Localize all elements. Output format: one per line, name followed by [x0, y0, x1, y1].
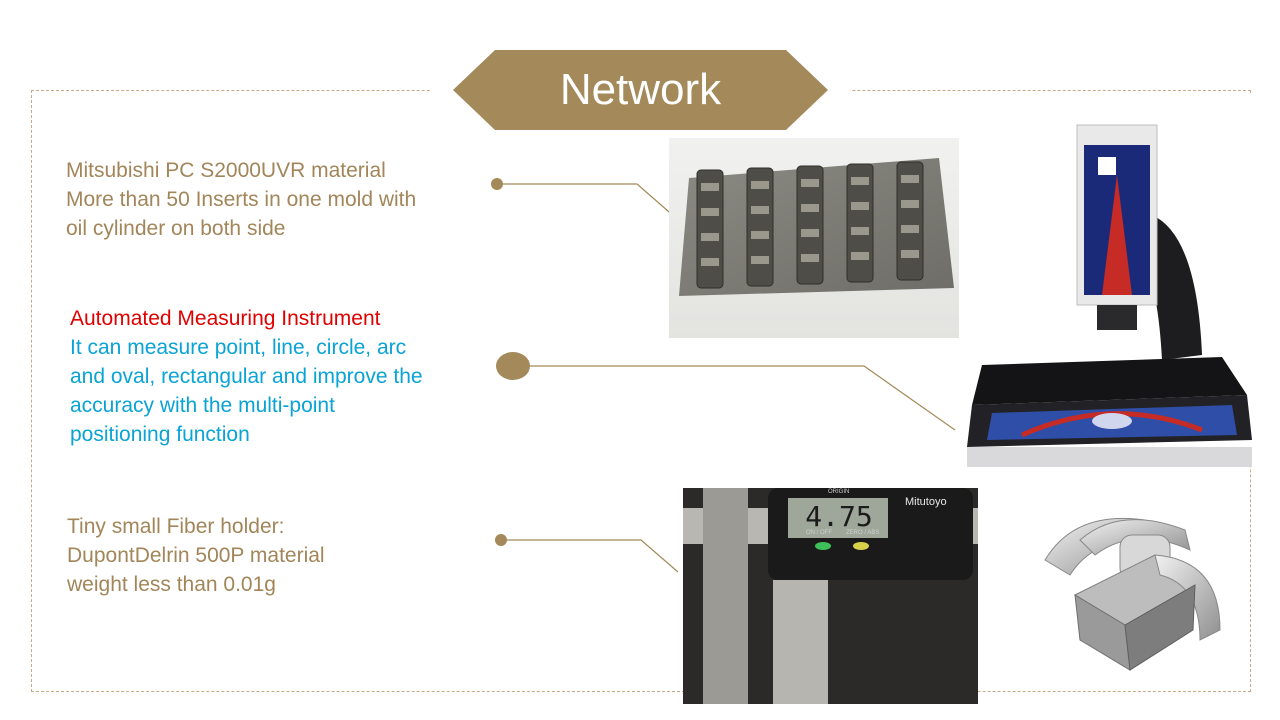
- text-block-molding: Mitsubishi PC S2000UVR material More tha…: [66, 156, 416, 243]
- text-line: It can measure point, line, circle, arc: [70, 336, 407, 359]
- text-line: Mitsubishi PC S2000UVR material: [66, 159, 386, 182]
- text-line: positioning function: [70, 423, 250, 446]
- caliper-onoff-label: ON / OFF: [806, 530, 832, 536]
- text-block-fiber-holder: Tiny small Fiber holder: DupontDelrin 50…: [67, 512, 325, 599]
- text-block-measuring: Automated Measuring Instrument It can me…: [70, 304, 423, 449]
- fiber-holder-render: [1044, 517, 1221, 671]
- mold-inserts-photo: [669, 138, 959, 338]
- text-line: weight less than 0.01g: [67, 573, 276, 596]
- caliper-brand: Mitutoyo: [905, 496, 947, 508]
- page-title: Network: [559, 65, 722, 114]
- connector-3: [495, 534, 679, 573]
- text-line: Tiny small Fiber holder:: [67, 515, 285, 538]
- measuring-instrument-photo: [962, 95, 1262, 467]
- title-banner: [453, 50, 828, 130]
- text-line: DupontDelrin 500P material: [67, 544, 325, 567]
- caliper-zero-label: ZERO / ABS: [846, 530, 880, 536]
- text-line: oil cylinder on both side: [66, 217, 286, 240]
- caliper-readout: 4.75: [805, 500, 873, 533]
- text-line: accuracy with the multi-point: [70, 394, 335, 417]
- block-heading: Automated Measuring Instrument: [70, 307, 381, 330]
- text-line: More than 50 Inserts in one mold with: [66, 188, 417, 211]
- caliper-photo: 4.75 Mitutoyo ORIGIN ON / OFF ZERO / ABS: [683, 488, 978, 704]
- caliper-origin-label: ORIGIN: [828, 489, 850, 495]
- connector-2: [496, 352, 956, 431]
- connector-1: [491, 178, 677, 219]
- text-line: and oval, rectangular and improve the: [70, 365, 423, 388]
